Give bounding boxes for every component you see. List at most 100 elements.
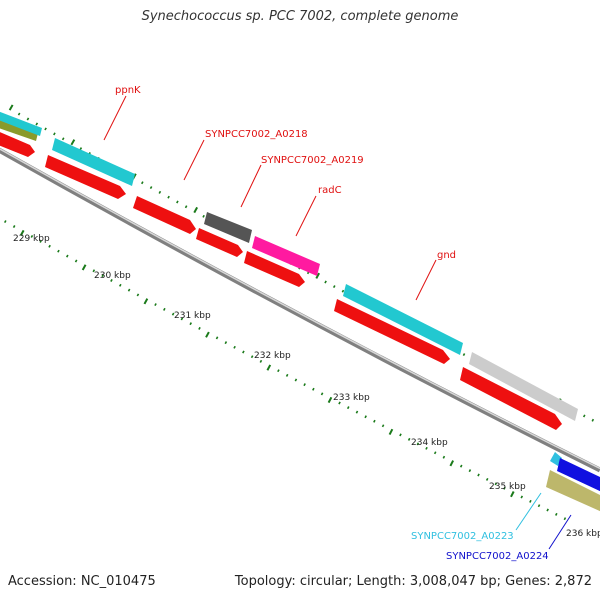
kbp-label: 233 kbp: [333, 393, 370, 403]
scale-tick: [537, 504, 541, 508]
scale-tick: [355, 410, 359, 414]
gene-ppnK: [52, 138, 135, 186]
leader-SYNPCC7002_A0224: [548, 514, 572, 550]
scale-tick: [477, 473, 480, 477]
scale-tick: [143, 298, 149, 305]
scale-tick: [294, 378, 298, 382]
scale-tick: [449, 460, 455, 467]
scale-tick: [3, 220, 7, 224]
scale-tick: [118, 283, 122, 287]
scale-tick: [26, 117, 30, 121]
scale-tick: [193, 206, 199, 214]
scale-tick: [407, 437, 411, 441]
scale-tick: [158, 190, 162, 194]
gene-label-SYNPCC7002_A0223: SYNPCC7002_A0223: [411, 531, 514, 542]
scale-tick: [303, 383, 306, 387]
kbp-labels: 229 kbp 230 kbp 231 kbp 232 kbp 233 kbp …: [13, 234, 600, 539]
gene-labels: ppnK SYNPCC7002_A0218 SYNPCC7002_A0219 r…: [115, 85, 549, 562]
scale-tick: [324, 280, 327, 284]
scale-tick: [224, 341, 228, 345]
scale-tick: [529, 499, 532, 503]
kbp-label: 234 kbp: [411, 438, 448, 448]
scale-tick: [141, 181, 144, 185]
scale-tick: [388, 428, 394, 435]
scale-tick: [171, 312, 175, 316]
scale-tick: [110, 278, 113, 282]
genome-backbone: [0, 147, 600, 473]
kbp-label: 235 kbp: [489, 482, 526, 492]
scale-tick: [167, 195, 170, 199]
scale-tick: [48, 244, 51, 248]
scale-tick: [341, 289, 345, 293]
gene-cyan-left: [0, 111, 42, 136]
scale-tick: [127, 288, 131, 292]
scale-tick: [327, 396, 333, 404]
gene-label-ppnK: ppnK: [115, 85, 141, 96]
label-leaders: [103, 95, 572, 550]
gene-red-left: [0, 132, 35, 157]
gene-red-4: [334, 299, 450, 364]
scale-tick: [285, 373, 289, 377]
scale-tick: [373, 419, 376, 423]
gene-label-SYNPCC7002_A0224: SYNPCC7002_A0224: [446, 551, 549, 562]
gene-label-SYNPCC7002_A0218: SYNPCC7002_A0218: [205, 129, 308, 140]
scale-tick: [8, 104, 14, 111]
scale-tick: [503, 486, 506, 490]
gene-SYNPCC7002_A0218: [133, 196, 196, 234]
leader-radC: [295, 195, 317, 237]
scale-tick: [468, 469, 472, 473]
gene-features: [0, 111, 600, 512]
leader-SYNPCC7002_A0223: [515, 492, 542, 531]
scale-tick: [399, 433, 402, 437]
leader-SYNPCC7002_A0219: [240, 164, 262, 208]
scale-tick: [189, 322, 193, 326]
scale-tick: [312, 387, 315, 391]
scale-tick: [202, 214, 205, 218]
scale-tick: [57, 249, 60, 253]
gene-gnd: [343, 284, 463, 355]
scale-tick: [338, 401, 341, 405]
gene-gray: [469, 352, 578, 421]
scale-tick: [180, 317, 184, 321]
kbp-label: 231 kbp: [174, 311, 211, 321]
scale-tick: [381, 424, 385, 428]
scale-tick: [591, 418, 595, 422]
scale-tick: [53, 132, 56, 136]
scale-tick: [44, 127, 47, 131]
scale-tick: [462, 353, 466, 357]
scale-tick: [582, 414, 586, 418]
scale-tick: [554, 512, 558, 516]
scale-tick: [35, 122, 39, 126]
scale-tick: [494, 482, 498, 486]
scale-tick: [74, 259, 78, 263]
leader-ppnK: [103, 95, 127, 141]
genome-backbone-highlight: [0, 148, 600, 470]
leader-SYNPCC7002_A0218: [183, 139, 205, 181]
scale-tick: [17, 112, 21, 116]
scale-tick: [30, 234, 34, 238]
scale-tick: [425, 446, 428, 450]
scale-tick: [510, 491, 515, 498]
scale-tick: [39, 239, 43, 243]
gene-red-3: [244, 251, 305, 287]
kbp-label: 232 kbp: [254, 351, 291, 361]
kbp-label: 230 kbp: [94, 271, 131, 281]
scale-tick: [364, 415, 367, 419]
gene-SYNPCC7002_A0224: [557, 458, 600, 492]
topology-summary: Topology: circular; Length: 3,008,047 bp…: [234, 574, 592, 589]
scale-tick: [184, 205, 188, 209]
scale-tick: [79, 147, 83, 151]
scale-tick: [242, 350, 245, 354]
gene-SYNPCC7002_A0219: [204, 212, 252, 243]
gene-radC: [252, 236, 320, 276]
gene-label-radC: radC: [318, 185, 342, 196]
scale-tick: [346, 406, 350, 410]
leader-gnd: [415, 259, 437, 301]
scale-tick: [12, 225, 16, 229]
scale-tick: [320, 392, 324, 396]
scale-tick: [250, 355, 254, 359]
scale-tick: [163, 307, 166, 311]
scale-tick: [259, 359, 263, 363]
